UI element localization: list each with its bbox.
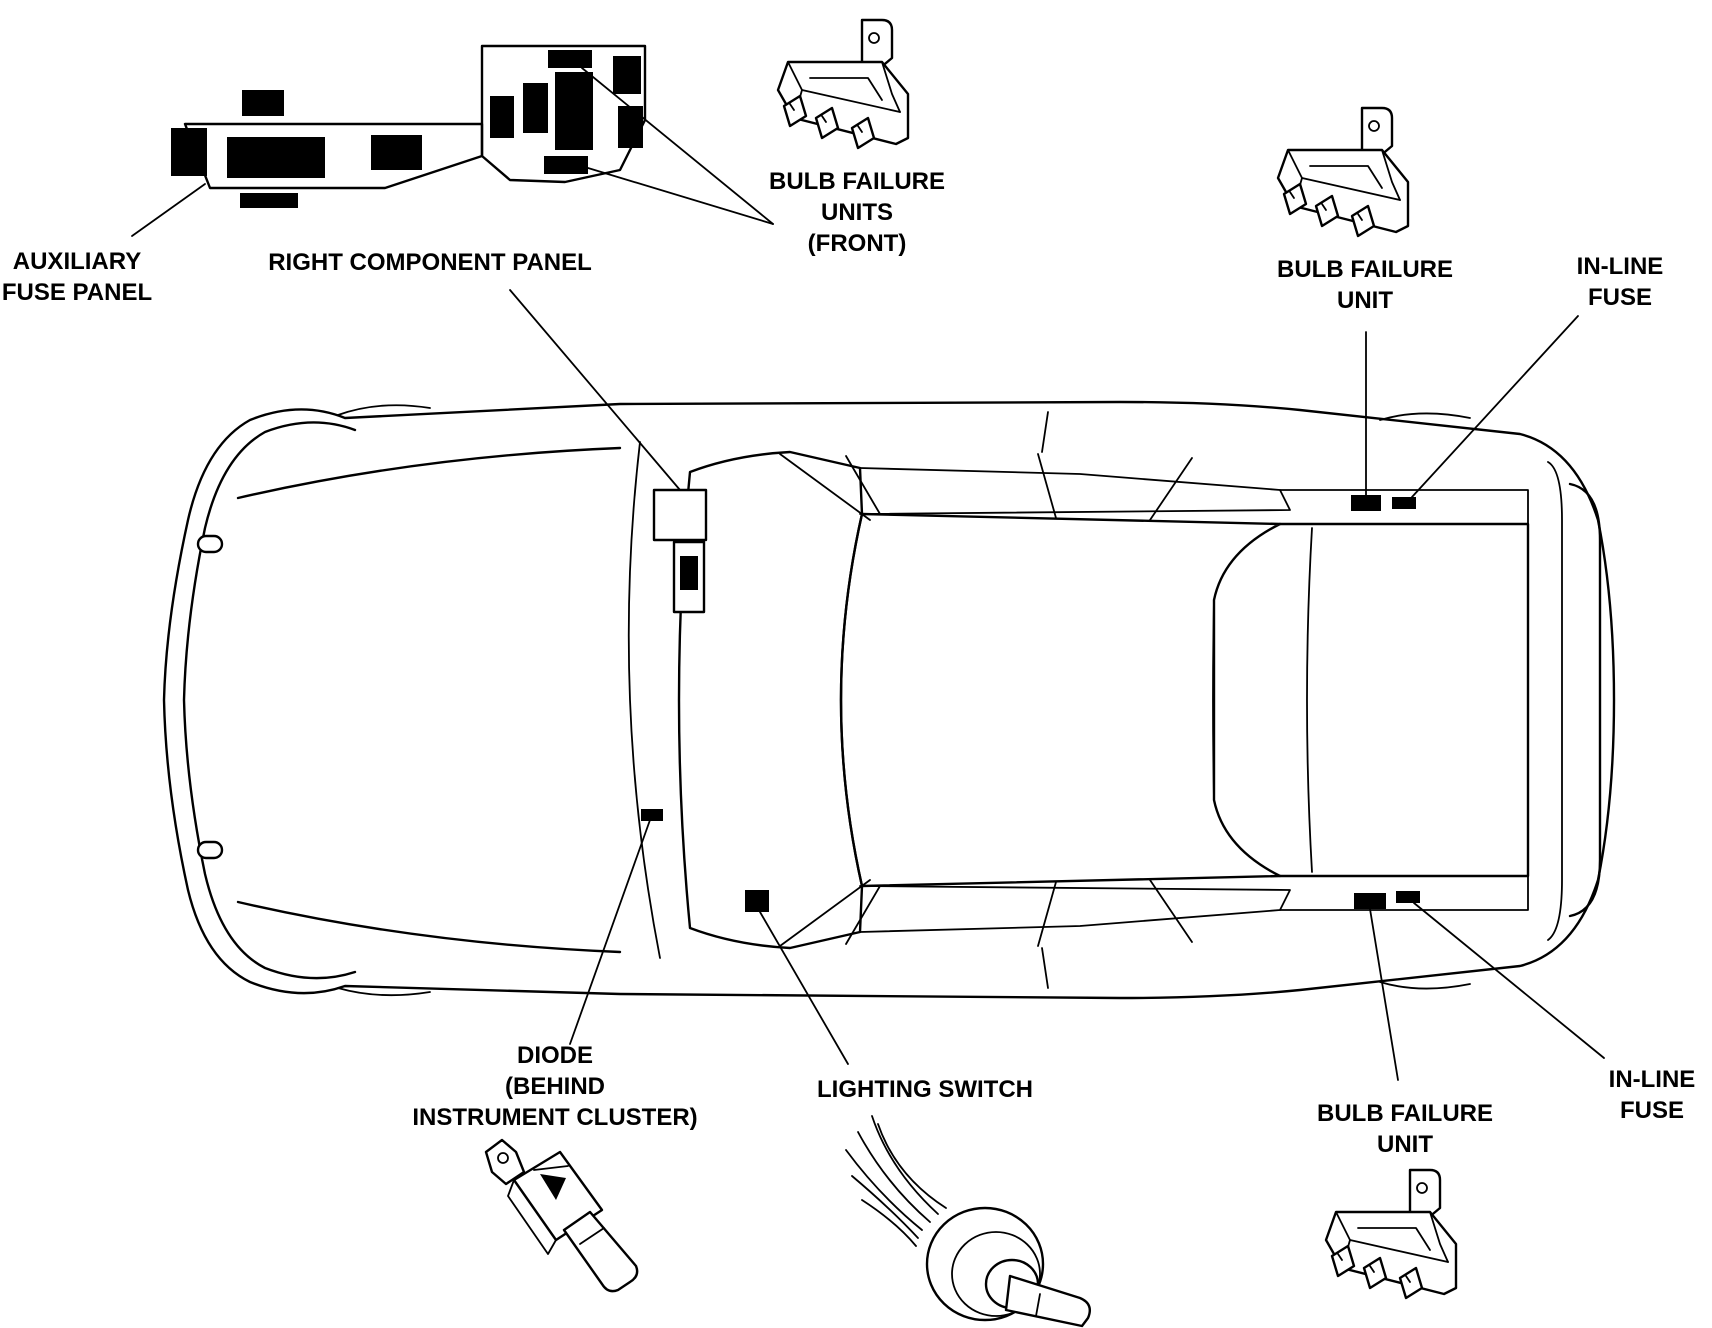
tail-light-strip: [1568, 482, 1602, 918]
fuse-block: [240, 193, 298, 208]
fuse-block: [227, 137, 325, 178]
in-line-fuse-lower-marker: [1396, 891, 1420, 903]
front-wheel-arch: [337, 987, 431, 997]
front-wheel-arch: [337, 404, 431, 416]
hood-line: [236, 446, 622, 500]
label-right-component-panel: RIGHT COMPONENT PANEL: [268, 249, 592, 276]
leader-in-line-fuse-lower: [1413, 902, 1605, 1059]
label-in-line-fuse-upper: IN-LINE FUSE: [1576, 253, 1664, 311]
front-bumper-line: [182, 421, 357, 980]
headlight-marker: [196, 840, 224, 860]
auxiliary-fuse-panel-outline: [183, 122, 484, 190]
rear-window-line: [1306, 527, 1313, 873]
leader-diode: [569, 819, 651, 1045]
right-component-panel-marker: [652, 488, 708, 542]
roof-edge: [859, 467, 1291, 515]
bulb-failure-unit-upper-icon: [1276, 106, 1410, 238]
label-in-line-fuse-lower: IN-LINE FUSE: [1608, 1066, 1696, 1124]
lighting-switch-marker: [745, 890, 769, 912]
diode-icon: [484, 1138, 639, 1293]
label-auxiliary-fuse-panel: AUXILIARY FUSE PANEL: [1, 248, 153, 306]
rear-wheel-arch: [1379, 412, 1471, 421]
hood-line: [236, 900, 622, 954]
cowl-line: [627, 441, 661, 959]
leader-auxiliary-fuse-panel: [131, 183, 206, 237]
rear-wheel-arch: [1379, 981, 1471, 990]
fuse-block: [371, 135, 422, 170]
label-diode: DIODE (BEHIND INSTRUMENT CLUSTER): [412, 1042, 698, 1131]
trunk-outline: [1278, 522, 1530, 878]
bulb-failure-unit-lower-marker: [1354, 893, 1386, 909]
diode-marker: [641, 809, 663, 821]
component-panel-bracket: [672, 540, 706, 614]
leader-right-component-panel: [509, 289, 681, 491]
leader-bulb-failure-lower: [1369, 908, 1399, 1081]
fuse-block: [242, 90, 284, 116]
label-bulb-failure-units-front: BULB FAILURE UNITS (FRONT): [769, 168, 945, 257]
right-component-panel-outline: [480, 44, 647, 184]
headlight-marker: [196, 534, 224, 554]
fuse-block: [171, 128, 207, 176]
label-lighting-switch: LIGHTING SWITCH: [817, 1076, 1033, 1103]
in-line-fuse-upper-marker: [1392, 497, 1416, 509]
a-pillar: [779, 879, 871, 947]
rear-window-inner: [1212, 599, 1215, 801]
c-pillar: [1149, 457, 1193, 521]
car-outer-body: [162, 400, 1616, 1000]
leader-bulb-failure-front: [581, 67, 774, 225]
window-divider: [845, 885, 881, 945]
fuse-panel-assembly: [171, 44, 647, 208]
relay-block: [544, 156, 588, 174]
c-pillar: [1149, 879, 1193, 943]
b-pillar: [1037, 881, 1057, 947]
window-divider: [845, 455, 881, 515]
vehicle-top-view: [162, 400, 1616, 1000]
relay-block: [618, 106, 643, 148]
label-bulb-failure-unit-upper: BULB FAILURE UNIT: [1277, 256, 1453, 314]
door-seam: [1041, 947, 1049, 989]
rear-deck-edge: [1279, 489, 1529, 525]
relay-block: [555, 72, 593, 150]
label-bulb-failure-unit-lower: BULB FAILURE UNIT: [1317, 1100, 1493, 1158]
leader-in-line-fuse-upper: [1411, 315, 1579, 498]
a-pillar: [779, 453, 871, 521]
roof-edge: [859, 885, 1291, 933]
lighting-switch-icon: [845, 1115, 1091, 1328]
roof-panel: [839, 512, 1282, 888]
door-seam: [1041, 411, 1049, 453]
relay-block: [490, 96, 514, 138]
b-pillar: [1037, 453, 1057, 519]
relay-block: [613, 56, 641, 94]
rear-deck-edge: [1279, 875, 1529, 911]
relay-block: [548, 50, 592, 68]
bulb-failure-unit-lower-icon: [1324, 1168, 1458, 1300]
leader-bulb-failure-front: [587, 167, 774, 225]
leader-lighting-switch: [759, 911, 849, 1065]
tail-light-inner: [1547, 461, 1563, 941]
component-panel-relay: [680, 556, 698, 590]
relay-block: [523, 83, 548, 133]
bulb-failure-unit-upper-marker: [1351, 495, 1381, 511]
leader-lines: [131, 67, 1605, 1081]
bulb-failure-unit-front-icon: [776, 18, 910, 150]
